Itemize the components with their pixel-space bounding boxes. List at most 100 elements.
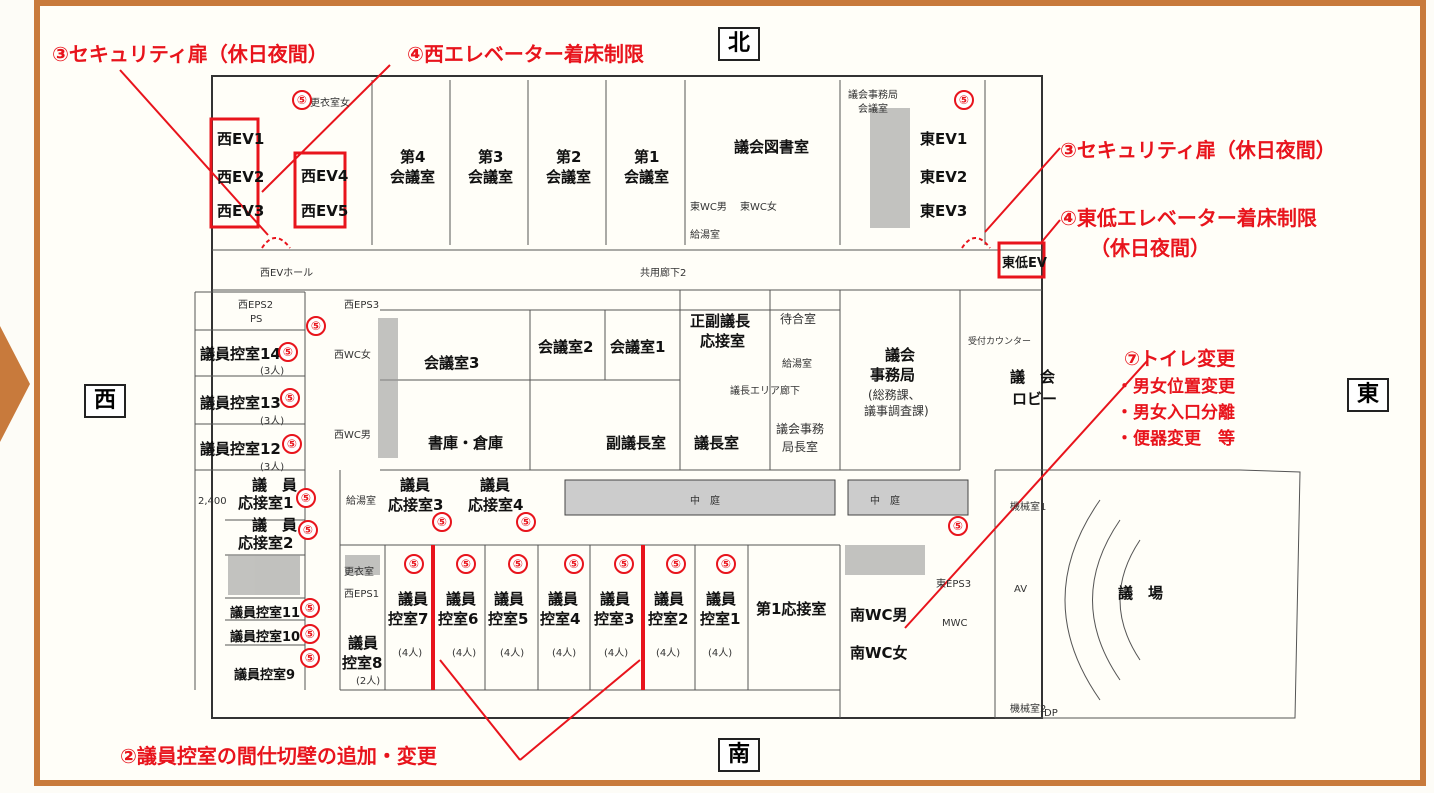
room-wc-m-s: 南WC男 bbox=[850, 606, 908, 624]
room-ousetsu3: 議員 bbox=[400, 476, 431, 494]
side-arrow bbox=[0, 326, 30, 442]
room-hikae3: 議員 bbox=[600, 590, 631, 608]
marker-5: ⑤ bbox=[516, 512, 536, 532]
room-kaigi2-mid: 会議室2 bbox=[538, 338, 594, 356]
annotation-security-east: ③セキュリティ扉（休日夜間） bbox=[1060, 138, 1336, 162]
room-jimucho: 局長室 bbox=[782, 440, 819, 454]
annotation-elevator-east-time: （休日夜間） bbox=[1090, 236, 1210, 260]
room-hikae2: 控室2 bbox=[648, 610, 689, 628]
room-hikae12: 議員控室12 bbox=[200, 440, 281, 458]
room-mwc: MWC bbox=[942, 618, 968, 629]
room-w-ev5: 西EV5 bbox=[301, 202, 349, 220]
room-hikae4: 議員 bbox=[548, 590, 579, 608]
room-kaigi1-mid: 会議室1 bbox=[610, 338, 666, 356]
marker-5: ⑤ bbox=[456, 554, 476, 574]
annotation-toilet-item: ・男女位置変更 bbox=[1116, 377, 1235, 397]
room-jimukyoku: 事務局 bbox=[870, 366, 916, 384]
west-ev-4-5-highlight bbox=[293, 151, 347, 229]
capacity-3: (4人) bbox=[604, 648, 629, 659]
annotation-elevator-east: ④東低エレベーター着床制限 bbox=[1060, 206, 1317, 230]
marker-5: ⑤ bbox=[954, 90, 974, 110]
capacity-1: (4人) bbox=[708, 648, 733, 659]
west-label: 西 bbox=[84, 384, 126, 418]
capacity-7: (4人) bbox=[398, 648, 423, 659]
room-fuku: 副議長室 bbox=[606, 434, 667, 452]
room-jimukyoku: (総務課、 bbox=[868, 388, 921, 402]
room-jimu: 議会事務局 bbox=[848, 90, 898, 101]
room-e-ev2: 東EV2 bbox=[920, 168, 968, 186]
room-hikae6: 議員 bbox=[446, 590, 477, 608]
room-kyuto3: 給湯室 bbox=[346, 496, 376, 507]
room-wc-f-e: 東WC女 bbox=[740, 202, 777, 213]
room-e-ev3: 東EV3 bbox=[920, 202, 968, 220]
room-jimukyoku: 議事調査課) bbox=[864, 404, 929, 418]
room-jimukyoku: 議会 bbox=[885, 346, 916, 364]
room-wc-m-w: 西WC男 bbox=[334, 430, 371, 441]
room-hikae1: 議員 bbox=[706, 590, 737, 608]
room-ousetsu4: 応接室4 bbox=[468, 496, 524, 514]
room-hikae8: 議員 bbox=[348, 634, 379, 652]
dimension-label: 2,400 bbox=[198, 496, 227, 507]
marker-5: ⑤ bbox=[948, 516, 968, 536]
capacity-8: (2人) bbox=[356, 676, 381, 687]
room-hikae5: 控室5 bbox=[488, 610, 529, 628]
security-door-west bbox=[261, 237, 291, 249]
room-hikae10: 議員控室10 bbox=[230, 630, 301, 645]
room-ousetsu-first: 第1応接室 bbox=[756, 600, 827, 618]
room-lobby: 議 会 bbox=[1010, 368, 1056, 386]
west-ev-1-3-highlight bbox=[209, 117, 260, 229]
annotation-toilet-title: ⑦トイレ変更 bbox=[1124, 348, 1236, 370]
room-shoko: 書庫・倉庫 bbox=[428, 434, 504, 452]
courtyard-label: 中 庭 bbox=[870, 496, 900, 507]
map-frame bbox=[34, 0, 1426, 786]
room-ousetsu1: 議 員 bbox=[252, 476, 298, 494]
room-seifuku: 応接室 bbox=[700, 332, 746, 350]
room-west-eps2: 西EPS2 bbox=[238, 300, 274, 311]
room-kaigi3: 第3 bbox=[478, 148, 504, 166]
south-label: 南 bbox=[718, 738, 760, 772]
room-west-eps3: 西EPS3 bbox=[344, 300, 380, 311]
room-hikae14: 議員控室14 bbox=[200, 345, 281, 363]
room-eps1: 西EPS1 bbox=[344, 589, 380, 600]
marker-5: ⑤ bbox=[298, 520, 318, 540]
north-label: 北 bbox=[718, 27, 760, 61]
marker-5: ⑤ bbox=[306, 316, 326, 336]
marker-5: ⑤ bbox=[716, 554, 736, 574]
marker-5: ⑤ bbox=[280, 388, 300, 408]
room-gijo: 議 場 bbox=[1118, 584, 1164, 602]
room-ps: PS bbox=[250, 314, 263, 325]
marker-5: ⑤ bbox=[614, 554, 634, 574]
room-w-ev2: 西EV2 bbox=[217, 168, 265, 186]
room-jimucho: 議会事務 bbox=[776, 422, 825, 436]
room-ousetsu4: 議員 bbox=[480, 476, 511, 494]
marker-5: ⑤ bbox=[296, 488, 316, 508]
room-ousetsu3: 応接室3 bbox=[388, 496, 444, 514]
reception-counter: 受付カウンター bbox=[968, 337, 1032, 347]
room-library: 議会図書室 bbox=[734, 138, 810, 156]
room-av: AV bbox=[1014, 584, 1028, 595]
room-w-ev4: 西EV4 bbox=[301, 167, 349, 185]
room-ousetsu2: 議 員 bbox=[252, 516, 298, 534]
room-kaigi3: 会議室 bbox=[468, 168, 514, 186]
building-outline bbox=[211, 75, 1043, 719]
capacity-14: (3人) bbox=[260, 366, 285, 377]
room-hikae13: 議員控室13 bbox=[200, 394, 281, 412]
east-low-ev-highlight bbox=[997, 241, 1046, 279]
room-kouisitsu: 更衣室 bbox=[344, 567, 374, 578]
marker-5: ⑤ bbox=[432, 512, 452, 532]
marker-5: ⑤ bbox=[278, 342, 298, 362]
room-kyuto2: 給湯室 bbox=[782, 359, 812, 370]
marker-5: ⑤ bbox=[300, 598, 320, 618]
annotation-toilet-item: ・便器変更 等 bbox=[1116, 429, 1235, 449]
room-kaigi2: 第2 bbox=[556, 148, 582, 166]
room-seifuku: 正副議長 bbox=[690, 312, 751, 330]
corridor-label: 共用廊下2 bbox=[640, 268, 687, 279]
courtyard-label: 中 庭 bbox=[690, 496, 720, 507]
marker-5: ⑤ bbox=[292, 90, 312, 110]
marker-5: ⑤ bbox=[300, 624, 320, 644]
security-door-east bbox=[961, 237, 991, 249]
capacity-12: (3人) bbox=[260, 462, 285, 473]
room-eps-e: 東EPS3 bbox=[936, 579, 972, 590]
room-machiai: 待合室 bbox=[780, 312, 817, 326]
